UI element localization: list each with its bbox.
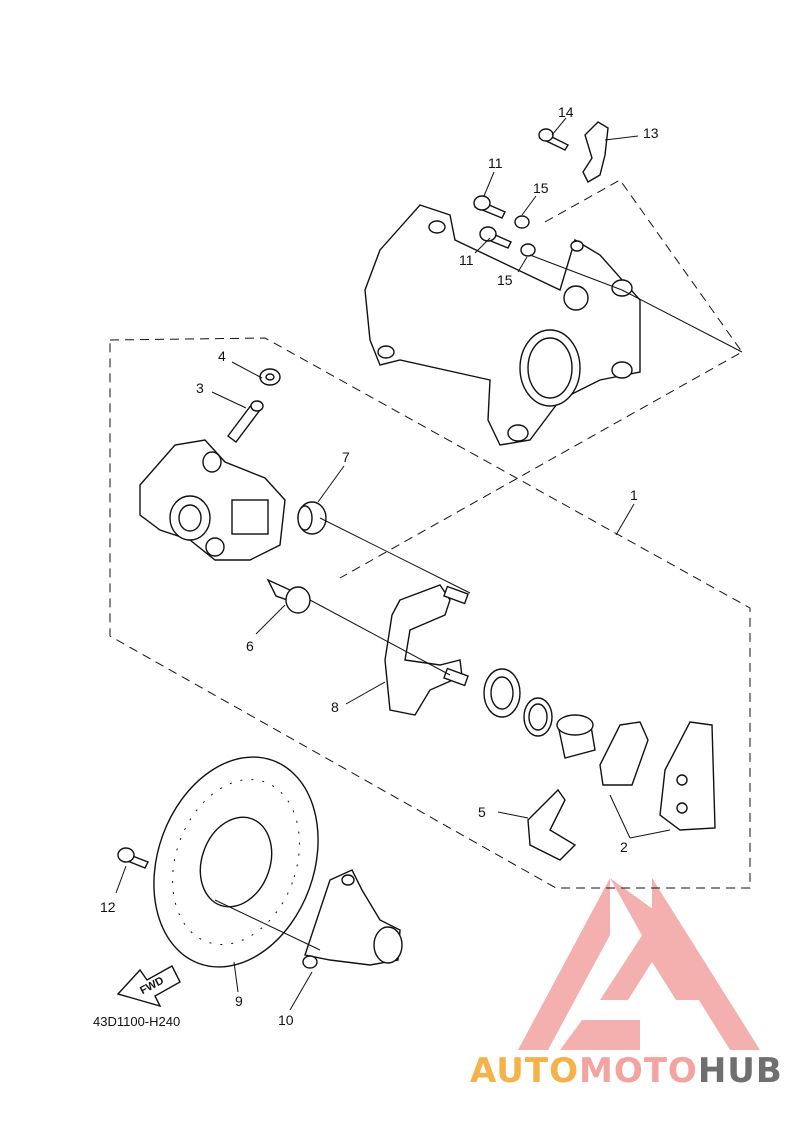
bolt-lower <box>479 226 512 249</box>
watermark-auto: AUTO <box>470 1051 579 1091</box>
caliper-mounting-bracket <box>364 204 641 446</box>
callout-2: 2 <box>620 839 628 855</box>
callout-11-upper: 11 <box>488 155 503 171</box>
bleed-screw <box>227 400 264 443</box>
callout-15-upper: 15 <box>533 180 549 196</box>
callout-labels: 14 13 11 15 11 15 4 3 7 1 6 8 5 2 12 9 1… <box>100 104 659 1028</box>
brake-disc <box>153 756 319 968</box>
forward-direction-arrow: FWD <box>116 965 181 1008</box>
callout-4: 4 <box>218 348 226 364</box>
bracket-group-outline <box>339 179 743 579</box>
caliper-pin-boot <box>266 578 311 614</box>
bolt-upper <box>473 195 506 219</box>
callout-14: 14 <box>558 104 574 120</box>
pad-support-bracket <box>384 584 469 716</box>
brake-pad-outer <box>659 721 716 831</box>
watermark-logo <box>518 878 760 1050</box>
hose-clamp <box>582 121 609 183</box>
callout-11-lower: 11 <box>459 252 474 268</box>
bleed-cap <box>259 368 281 386</box>
callout-1: 1 <box>630 487 638 503</box>
washer-lower <box>520 243 536 257</box>
clamp-bolt <box>538 128 569 151</box>
callout-13: 13 <box>643 125 659 141</box>
callout-15-lower: 15 <box>497 272 513 288</box>
callout-10: 10 <box>278 1012 294 1028</box>
callout-6: 6 <box>246 638 254 654</box>
washer-upper <box>514 215 530 229</box>
wheel-hub <box>302 869 403 969</box>
caliper-piston <box>556 714 596 759</box>
callout-9: 9 <box>235 993 243 1009</box>
disc-bolt <box>117 847 149 869</box>
watermark-moto: MOTO <box>579 1051 698 1091</box>
caliper-boot-upper <box>297 501 327 535</box>
pad-spring <box>527 788 577 861</box>
diagram-code: 43D1100-H240 <box>93 1014 180 1029</box>
piston-seal-dust <box>483 668 521 718</box>
caliper-body <box>139 439 286 561</box>
callout-3: 3 <box>196 380 204 396</box>
callout-7: 7 <box>342 449 350 465</box>
watermark-text: AUTOMOTOHUB <box>470 1051 783 1091</box>
callout-8: 8 <box>331 699 339 715</box>
callout-5: 5 <box>478 804 486 820</box>
watermark-hub: HUB <box>698 1051 783 1091</box>
leader-lines <box>115 117 743 1011</box>
brake-pad-inner <box>599 721 649 786</box>
callout-12: 12 <box>100 899 116 915</box>
caliper-assembly-outline <box>109 337 751 889</box>
piston-seal <box>523 697 553 737</box>
